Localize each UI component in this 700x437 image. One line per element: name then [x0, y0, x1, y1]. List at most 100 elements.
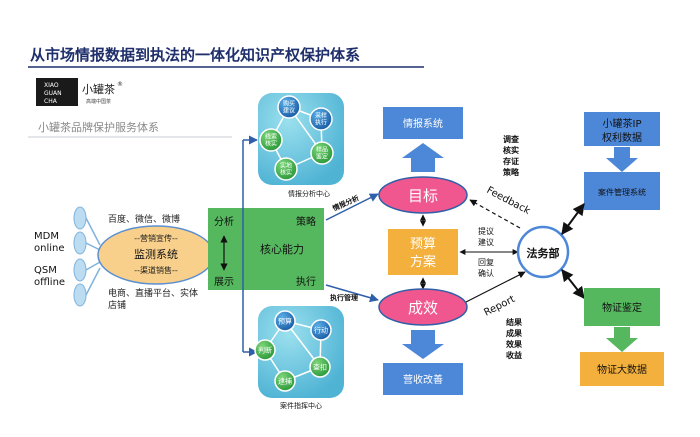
qsm-feeder-bottom — [73, 283, 87, 307]
check-line-4: 策略 — [503, 167, 520, 177]
logo-line-1: XIAO — [44, 82, 59, 89]
feeder-line-3 — [85, 261, 101, 271]
qsm-sub-label: offline — [34, 277, 65, 288]
brand-name: 小罐茶 — [82, 83, 115, 96]
evidence-bigdata-box — [580, 352, 664, 386]
check-line-1: 调查 — [503, 134, 520, 144]
brand-tagline: 高端中国茶 — [86, 98, 111, 105]
intel-node-1 — [309, 107, 333, 131]
intel-node-label-3-1: 鉴定 — [316, 153, 328, 161]
result-ellipse — [378, 288, 468, 326]
case-node-1 — [310, 319, 332, 341]
feedback-label: Feedback — [485, 185, 532, 217]
reply-line-1: 回复 — [478, 257, 494, 267]
report-arrow — [465, 271, 526, 303]
case-node-3 — [309, 356, 331, 378]
arrow-down-evidence — [606, 327, 638, 352]
intel-system-box — [383, 107, 463, 139]
arrow-legal-case-mgmt — [561, 203, 585, 235]
feedback-arrow — [469, 199, 521, 229]
case-mgmt-label: 案件管理系统 — [598, 187, 646, 197]
mdm-feeder-bottom — [73, 231, 87, 255]
arrow-core-to-goal — [325, 193, 379, 221]
brand-reg: ® — [117, 81, 123, 88]
case-node-label-0-0: 预算 — [278, 317, 292, 326]
mdm-sub-label: online — [34, 243, 65, 254]
legal-dept-circle — [516, 225, 570, 279]
goal-label: 目标 — [408, 187, 438, 205]
plan-label: 方案 — [410, 254, 436, 270]
core-capability-box — [240, 208, 324, 290]
legal-dept-label: 法务部 — [527, 246, 560, 260]
intel-node-label-0-1: 建议 — [283, 107, 295, 115]
intel-node-label-1-0: 采样 — [315, 112, 327, 120]
strategy-label: 策略 — [296, 215, 316, 228]
evidence-bigdata-label: 物证大数据 — [597, 363, 647, 376]
mdm-label: MDM — [34, 231, 59, 242]
case-node-label-2-0: 判断 — [258, 346, 272, 355]
reply-line-2: 确认 — [478, 268, 494, 278]
channels-offline-line-1: 电商、直播平台、实体 — [108, 287, 198, 299]
mdm-feeder-top — [73, 206, 87, 230]
case-center-label: 案件指挥中心 — [280, 401, 322, 410]
intel-center-label: 情报分析中心 — [288, 189, 330, 198]
analysis-label: 分析 — [214, 215, 234, 228]
intel-node-label-1-1: 执行 — [315, 119, 327, 127]
case-node-label-3-0: 查扣 — [313, 363, 327, 372]
monitor-sales: --渠道销售-- — [134, 265, 178, 275]
intel-node-2 — [259, 128, 283, 152]
case-node-label-4-0: 逮捕 — [278, 377, 292, 386]
check-line-2: 核实 — [503, 145, 519, 155]
intel-node-label-3-0: 样品 — [316, 146, 328, 154]
revenue-label: 营收改善 — [403, 373, 443, 386]
arrow-core-to-result — [325, 284, 379, 303]
check-line-3: 存证 — [502, 156, 519, 166]
feeder-line-2 — [85, 242, 101, 251]
logo-line-3: CHA — [44, 98, 58, 105]
intel-node-label-0-0: 购买 — [283, 100, 295, 108]
result-line-1: 结果 — [506, 317, 522, 327]
result-line-3: 效果 — [506, 339, 522, 349]
intel-node-label-4-0: 实地 — [280, 162, 292, 170]
case-node-0 — [274, 310, 296, 332]
arrow-up-to-intel — [402, 143, 444, 172]
ip-rights-line-2: 权利数据 — [602, 131, 642, 144]
execute-label: 执行 — [296, 275, 316, 288]
arrow-down-to-revenue — [402, 330, 444, 359]
display-label: 展示 — [214, 276, 234, 288]
revenue-box — [383, 363, 463, 395]
budget-plan-box — [388, 229, 458, 275]
channels-offline-line-2: 店铺 — [108, 299, 126, 311]
arrow-legal-evidence — [561, 269, 585, 299]
qsm-feeder-top — [73, 258, 87, 282]
logo-line-2: GUAN — [44, 90, 62, 97]
monitor-system: 监测系统 — [134, 248, 178, 261]
monitor-marketing: --营销宣传-- — [134, 233, 178, 243]
ip-rights-box — [584, 112, 660, 146]
core-capability-label: 核心能力 — [260, 242, 304, 256]
intel-node-4 — [274, 157, 298, 181]
result-line-4: 收益 — [506, 350, 522, 360]
feeder-line-4 — [85, 267, 101, 296]
intel-node-3 — [310, 141, 334, 165]
case-node-label-1-0: 行动 — [314, 326, 328, 335]
report-label: Report — [482, 294, 517, 319]
case-node-2 — [254, 339, 276, 361]
arrow-down-ip-case — [606, 147, 638, 172]
result-label: 成效 — [408, 299, 438, 317]
ip-rights-line-1: 小罐茶IP — [603, 117, 642, 130]
proposal-line-2: 建议 — [478, 237, 494, 247]
evidence-appraisal-box — [584, 288, 660, 326]
intel-node-label-4-1: 核实 — [280, 169, 292, 177]
exec-manage-tag: 执行管理 — [330, 293, 358, 302]
page-title: 从市场情报数据到执法的一体化知识产权保护体系 — [30, 46, 360, 64]
intel-node-label-2-0: 线索 — [265, 133, 277, 141]
budget-label: 预算 — [410, 237, 436, 252]
intel-node-0 — [277, 95, 301, 119]
intel-node-label-2-1: 核实 — [265, 140, 277, 148]
result-line-2: 成果 — [506, 328, 522, 338]
